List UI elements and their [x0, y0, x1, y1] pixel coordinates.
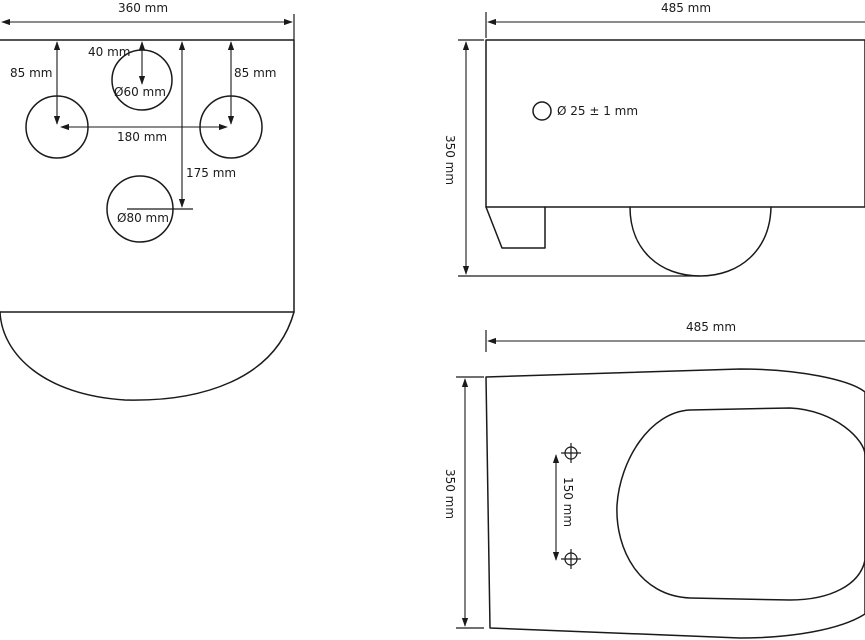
water-inlet-label: Ø 25 ± 1 mm [557, 104, 638, 118]
front-width-label: 360 mm [118, 1, 168, 15]
top-height-label: 350 mm [443, 469, 457, 519]
side-bowl-outline [629, 206, 772, 277]
side-length-label: 485 mm [661, 1, 711, 15]
top-view: 485 mm 350 mm 150 mm [443, 320, 865, 639]
side-body-outline [485, 39, 865, 208]
side-height-label: 350 mm [443, 135, 457, 185]
upper-bolt-hole [561, 443, 581, 463]
top-offset-label: 40 mm [88, 45, 130, 59]
side-foot-outline [485, 206, 546, 249]
right-offset-label: 85 mm [234, 66, 276, 80]
top-body-outline [485, 368, 865, 639]
top-length-label: 485 mm [686, 320, 736, 334]
water-inlet-hole [532, 101, 552, 121]
hole-spacing-label: 180 mm [117, 130, 167, 144]
seat-opening-outline [616, 407, 865, 601]
front-body-outline [0, 39, 295, 313]
drain-depth-label: 175 mm [186, 166, 236, 180]
lower-bolt-hole [561, 549, 581, 569]
bolt-spacing-label: 150 mm [561, 477, 575, 527]
front-bowl-outline [0, 311, 295, 401]
side-view: 485 mm 350 mm Ø 25 ± 1 mm [443, 1, 865, 277]
front-view: 360 mm 85 mm 85 mm 40 mm Ø60 mm 180 mm 1… [0, 1, 295, 401]
left-offset-label: 85 mm [10, 66, 52, 80]
small-hole-label: Ø60 mm [114, 85, 166, 99]
large-hole-label: Ø80 mm [117, 211, 169, 225]
